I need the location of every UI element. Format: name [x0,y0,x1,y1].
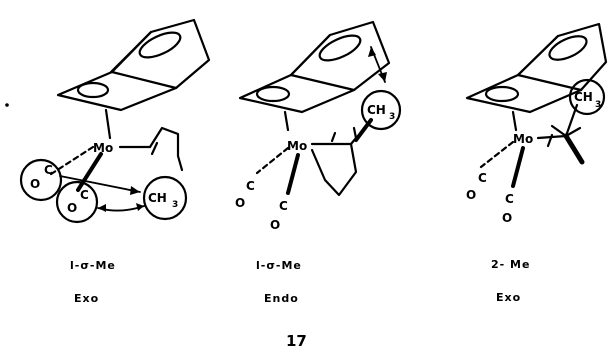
co-circle-1b [55,180,99,224]
structure-1-label: l-σ-Me [70,259,116,272]
wedge-bond-3 [511,146,525,188]
mo-indenyl-bond-2 [283,110,290,132]
dashed-bond-3 [479,140,515,169]
oxygen-atom-1a: O [30,177,40,191]
wedge-bond-2 [286,153,300,195]
wedge-bond-1 [76,152,103,192]
methyl-subscript-2: 3 [389,112,395,122]
methyl-subscript-3: 3 [595,100,601,110]
methyl-ch-1: CH [148,191,167,205]
structure-3-config: Exo [496,291,521,304]
indenyl-ligand-3 [465,22,608,114]
oxygen-atom-3b: O [502,211,512,225]
wedge-to-methyl-2 [354,118,373,142]
dashed-bond-1 [46,145,95,178]
stereo-tick-2 [330,131,337,143]
oxygen-atom-3a: O [466,188,476,202]
figure-number: 17 [286,332,307,350]
methyl-circle-2 [360,89,402,131]
carbon-atom-1a: C [44,163,53,177]
mo-atom-2: Mo [287,139,307,153]
alkyl-right-3 [564,126,582,138]
mo-atom-1: Mo [93,141,113,155]
carbon-atom-2a: C [246,179,255,193]
methyl-circle-3 [568,78,606,116]
structure-1: Mo O C O C CH 3 l-σ-Me Exo [19,18,211,305]
methyl-circle-1 [142,175,188,221]
carbon-atom-1b: C [80,188,89,202]
interaction-arrow-1a [59,175,141,193]
oxygen-atom-2b: O [270,218,280,232]
oxygen-atom-1b: O [67,201,77,215]
methyl-subscript-1: 3 [172,200,178,210]
methyl-ch-3: CH [574,90,593,104]
carbon-atom-3a: C [478,171,487,185]
stereo-tick-3 [546,133,554,148]
dashed-bond-2 [255,146,290,175]
mo-indenyl-bond-1 [104,108,112,140]
carbon-atom-3b: C [505,192,514,206]
co-circle-1a [19,158,63,202]
alkyl-upper-3 [550,124,568,138]
structure-2-config: Endo [264,292,299,305]
oxygen-atom-2a: O [235,196,245,210]
methyl-ch-2: CH [367,103,386,117]
alkyl-chain-1 [148,126,184,172]
mo-atom-3: Mo [513,132,533,146]
structure-2-label: l-σ-Me [256,259,302,272]
indenyl-ligand-2 [238,20,391,114]
stereo-tick-1 [150,141,159,156]
structure-2: Mo CH 3 C O C O l-σ-Me Endo [235,20,402,305]
structure-3: Mo CH 3 C O C O 2- Me Exo [465,22,608,304]
structure-3-label: 2- Me [491,258,530,271]
mo-indenyl-bond-3 [511,110,518,132]
alkyl-chain-2 [310,142,358,197]
wedge-down-3 [563,133,585,165]
carbon-atom-2b: C [279,199,288,213]
structure-1-config: Exo [74,292,99,305]
indenyl-ligand-1 [56,18,211,112]
stray-dot [5,103,9,107]
